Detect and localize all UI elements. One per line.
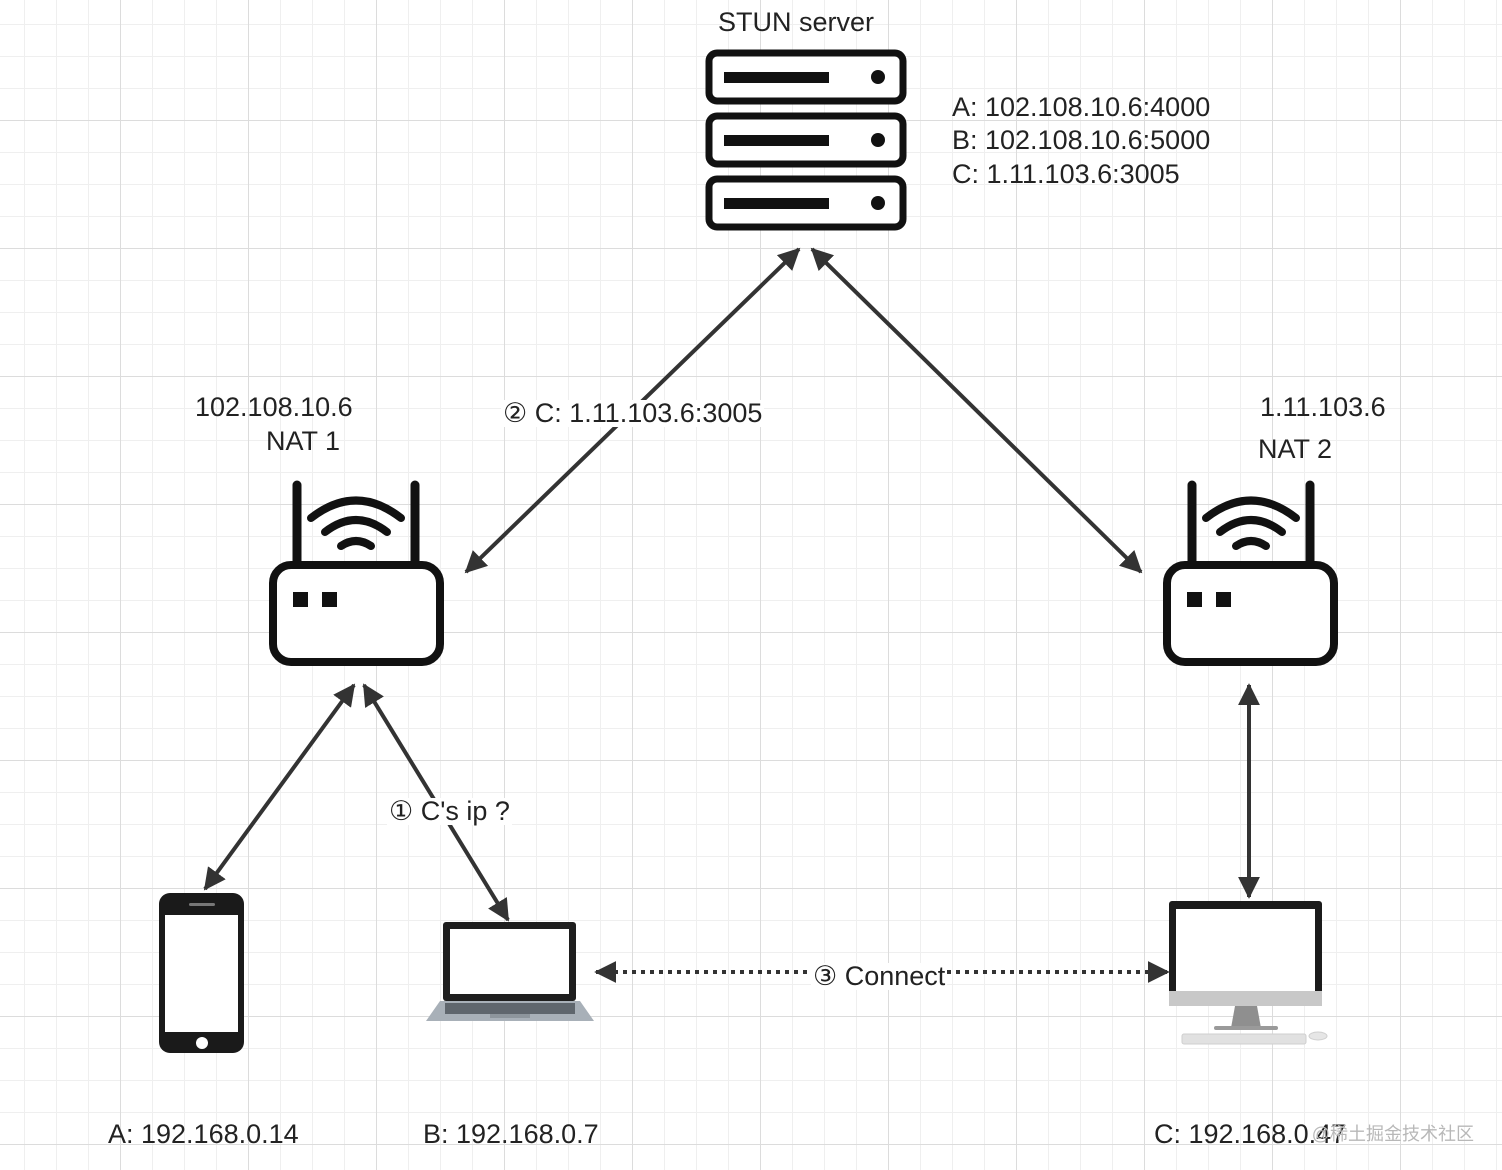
nat2-name: NAT 2 [1258,434,1333,464]
stun-mapping-b: B: 102.108.10.6:5000 [952,125,1211,155]
desktop-icon [1169,901,1328,1045]
arrow-stun-nat2 [810,247,1143,574]
stun-title: STUN server [718,7,875,37]
step-two-label: ② C: 1.11.103.6:3005 [501,398,765,428]
device-b-label: B: 192.168.0.7 [423,1119,599,1149]
laptop-icon [426,922,594,1021]
nat1-ip: 102.108.10.6 [195,392,353,422]
step-three-label: ③ Connect [811,961,948,991]
server-icon [705,49,907,231]
arrow-phone-nat1 [203,683,356,891]
watermark: @稀土掘金技术社区 [1311,1124,1474,1144]
nat1-name: NAT 1 [266,426,341,456]
router-icon [1163,480,1338,666]
nat2-ip: 1.11.103.6 [1260,392,1386,422]
stun-mapping-c: C: 1.11.103.6:3005 [952,159,1180,189]
router-icon [269,480,444,666]
step-one-label: ① C's ip ? [387,796,512,826]
device-a-label: A: 192.168.0.14 [108,1119,299,1149]
stun-mapping-a: A: 102.108.10.6:4000 [952,92,1211,122]
device-c-label: C: 192.168.0.47 [1154,1119,1347,1149]
phone-icon [159,893,244,1053]
